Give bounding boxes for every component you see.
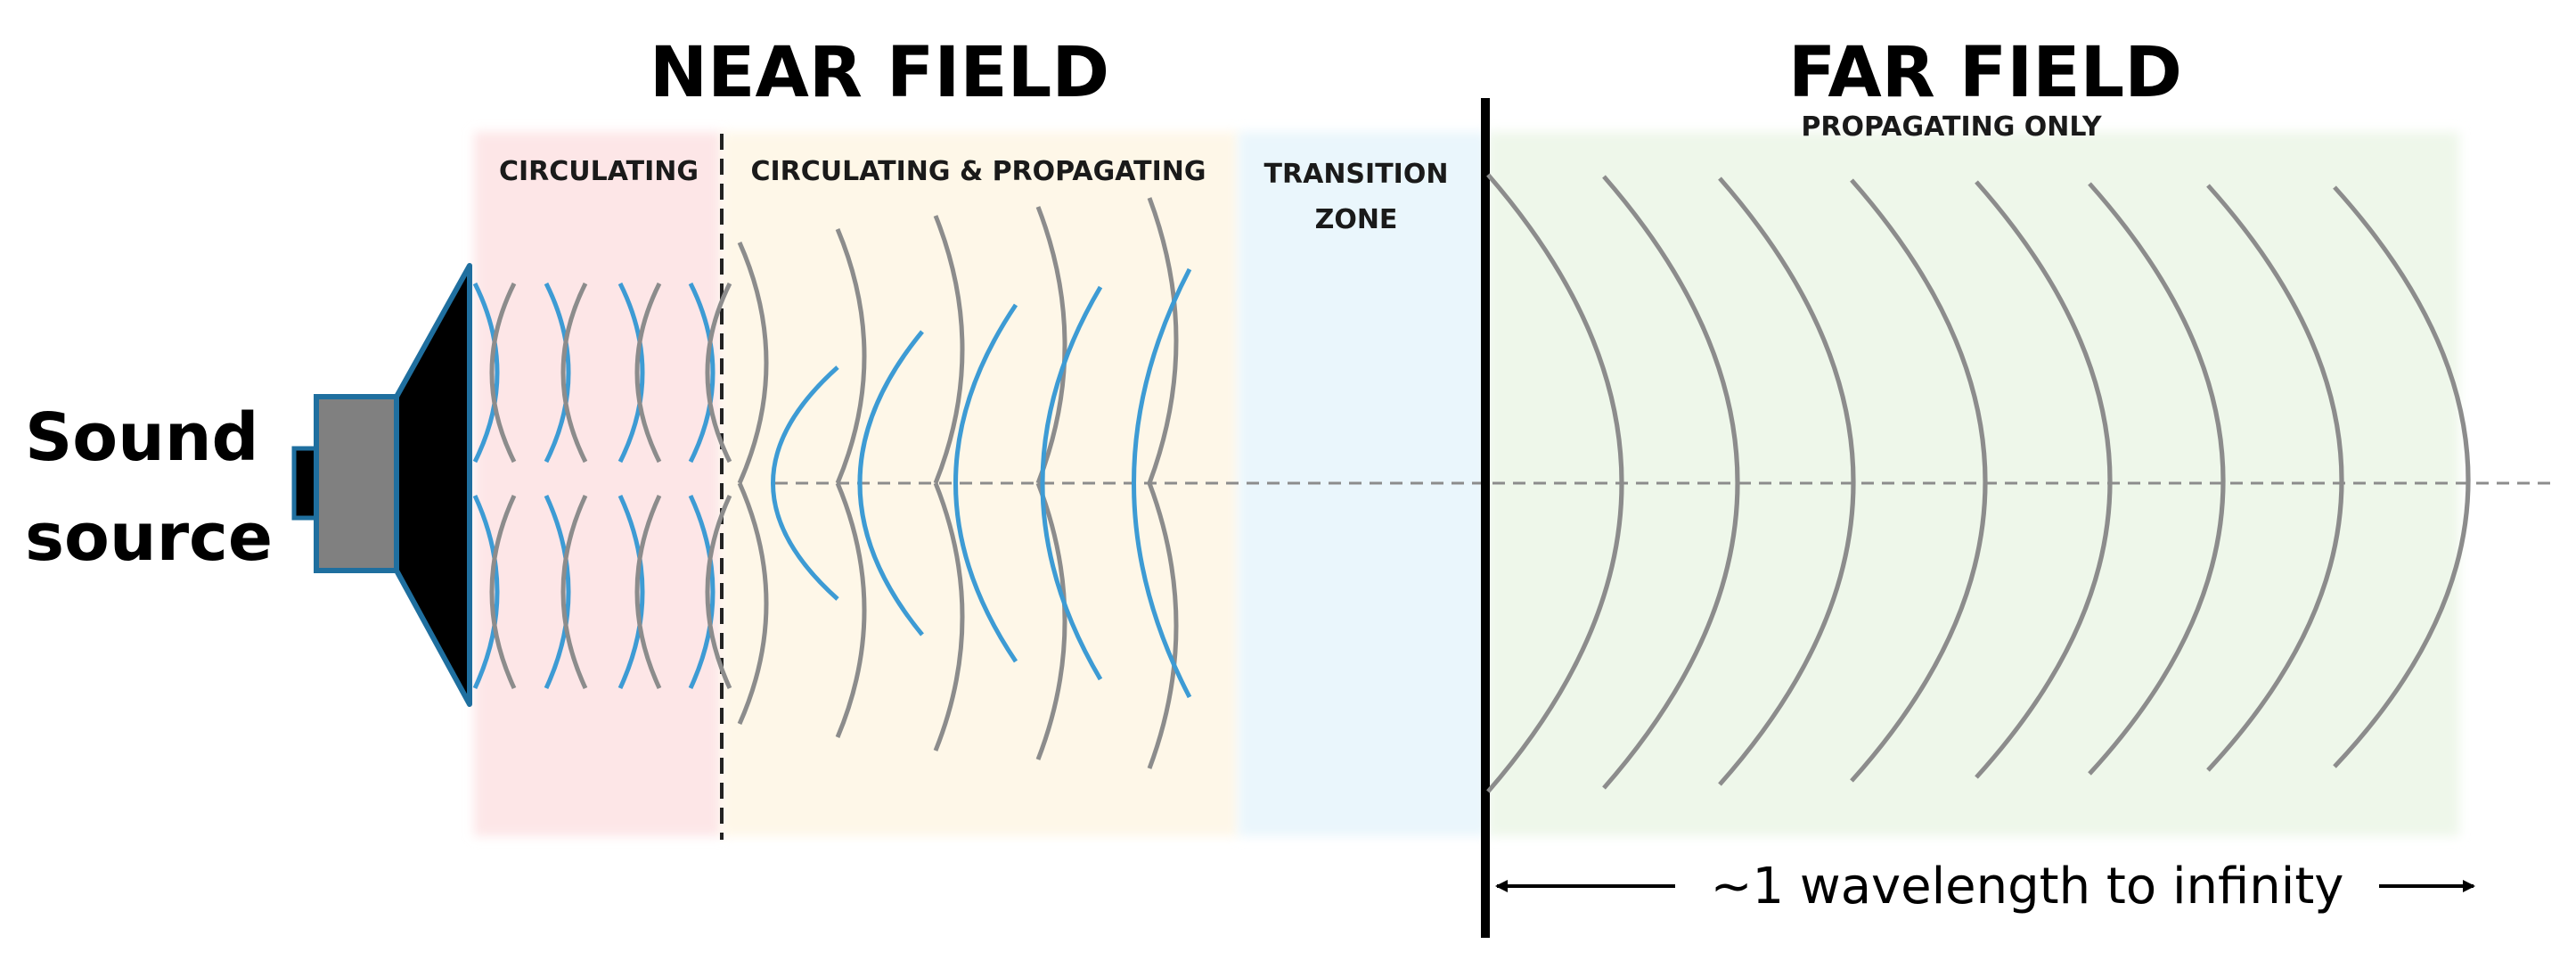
propagating-wave-blue bbox=[953, 303, 1018, 663]
propagating-wave-gray bbox=[933, 215, 965, 484]
far-field-wave bbox=[1850, 178, 1988, 783]
transition-zone-label-line2: ZONE bbox=[1315, 204, 1398, 235]
far-field-heading: FAR FIELD bbox=[1788, 33, 2182, 113]
sound-source-label-line1: Sound bbox=[25, 399, 258, 476]
far-field-wave bbox=[2206, 184, 2344, 772]
far-field-wave bbox=[1975, 180, 2113, 779]
circulating-wave-gray bbox=[560, 282, 588, 464]
circulating-wave-gray bbox=[705, 494, 732, 690]
propagating-wave-gray bbox=[1147, 482, 1179, 769]
circulating-zone-background bbox=[474, 132, 722, 836]
far-field-wave bbox=[2333, 185, 2471, 768]
propagating-wave-gray bbox=[933, 482, 965, 751]
far-field-wave bbox=[1602, 175, 1740, 790]
circulating-wave-blue bbox=[472, 282, 500, 464]
sound-source-label-line2: source bbox=[25, 499, 273, 576]
range-label: ~1 wavelength to infinity bbox=[1711, 858, 2344, 916]
transition-zone-label-line1: TRANSITION bbox=[1264, 159, 1449, 190]
circulating-propagating-label: CIRCULATING & PROPAGATING bbox=[751, 156, 1206, 187]
circulating-wave-gray bbox=[634, 282, 662, 464]
circulating-wave-blue bbox=[544, 282, 571, 464]
propagating-wave-blue bbox=[1132, 267, 1192, 699]
circulating-wave-blue bbox=[617, 494, 645, 690]
propagating-wave-gray bbox=[1035, 482, 1067, 760]
circulating-propagating-waves bbox=[737, 197, 1192, 769]
propagating-wave-blue bbox=[857, 330, 924, 636]
far-field-wave bbox=[1718, 177, 1856, 786]
circulating-wave-gray bbox=[560, 494, 588, 690]
propagating-wave-gray bbox=[1035, 206, 1067, 484]
circulating-wave-blue bbox=[688, 494, 716, 690]
near-field-heading: NEAR FIELD bbox=[650, 33, 1109, 113]
speaker-body bbox=[314, 394, 399, 573]
circulating-wave-gray bbox=[634, 494, 662, 690]
circulating-label: CIRCULATING bbox=[499, 156, 699, 187]
far-field-wave bbox=[1486, 173, 1624, 793]
propagating-wave-blue bbox=[1040, 285, 1103, 681]
circulating-waves bbox=[472, 282, 732, 690]
circulating-wave-blue bbox=[617, 282, 645, 464]
propagating-wave-gray bbox=[835, 228, 867, 484]
speaker-icon bbox=[291, 263, 472, 707]
far-field-waves bbox=[1486, 173, 2471, 793]
propagating-wave-blue bbox=[771, 365, 839, 601]
propagating-wave-gray bbox=[835, 482, 867, 738]
propagating-wave-gray bbox=[737, 241, 769, 485]
circulating-wave-gray bbox=[489, 494, 517, 690]
circulating-wave-blue bbox=[544, 494, 571, 690]
far-field-wave bbox=[2088, 182, 2226, 776]
speaker-cone bbox=[394, 263, 472, 707]
circulating-wave-blue bbox=[472, 494, 500, 690]
circulating-wave-gray bbox=[705, 282, 732, 464]
propagating-wave-gray bbox=[1147, 197, 1179, 484]
propagating-only-label: PROPAGATING ONLY bbox=[1801, 111, 2102, 143]
transition-zone-background bbox=[1239, 132, 1488, 836]
propagating-wave-gray bbox=[737, 481, 769, 726]
circulating-wave-gray bbox=[489, 282, 517, 464]
circulating-wave-blue bbox=[688, 282, 716, 464]
